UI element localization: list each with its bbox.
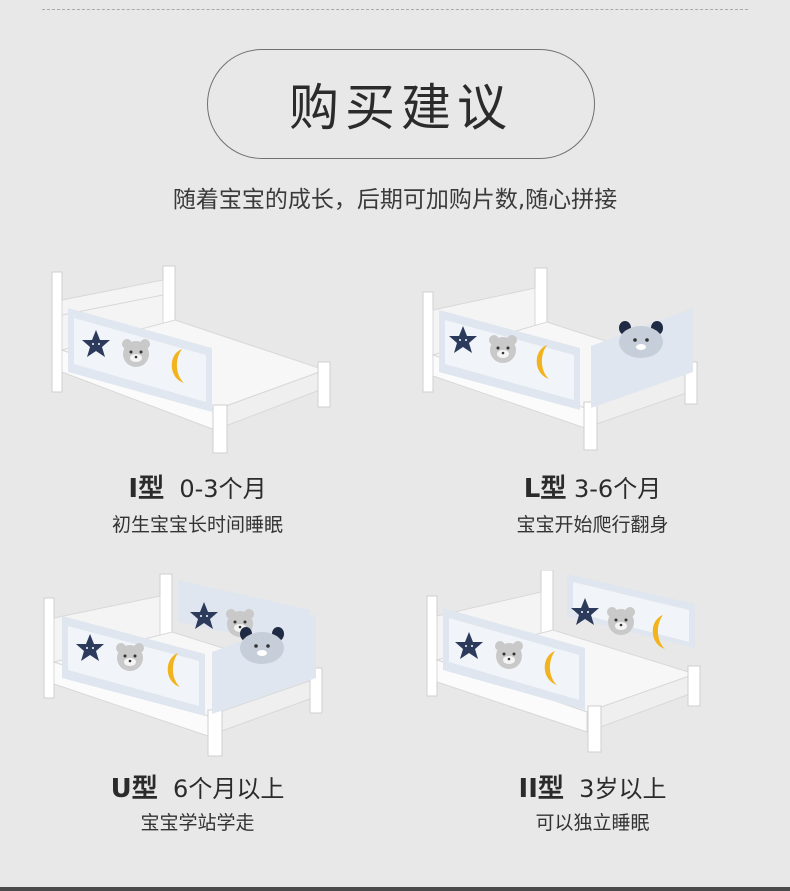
option-card-l: L型 3-6个月 宝宝开始爬行翻身 (395, 260, 790, 540)
bed-illustration-u (43, 573, 323, 757)
option-type-age: 3-6个月 (574, 475, 662, 503)
option-type-letter: U型 (110, 774, 158, 804)
option-description-ii: 可以独立睡眠 (535, 812, 650, 834)
option-type-ii: II型 3岁以上 (395, 768, 790, 805)
page-subtitle: 随着宝宝的成长，后期可加购片数,随心拼接 (172, 187, 618, 213)
bed-illustration-i (51, 265, 331, 454)
bear-face-large-icon (619, 321, 663, 358)
option-description-i: 初生宝宝长时间睡眠 (111, 514, 283, 536)
option-card-i: I型 0-3个月 初生宝宝长时间睡眠 (0, 260, 395, 540)
title-pill: 购买建议 (207, 49, 595, 159)
option-type-letter: I型 (128, 474, 165, 504)
option-type-age: 6个月以上 (173, 775, 285, 803)
option-type-u: U型 6个月以上 (0, 768, 395, 805)
option-type-letter: L型 (523, 474, 567, 504)
option-card-ii: II型 3岁以上 可以独立睡眠 (395, 570, 790, 860)
option-type-age: 3岁以上 (579, 775, 667, 803)
option-description-u: 宝宝学站学走 (140, 812, 255, 834)
bed-illustration-l (422, 267, 698, 451)
option-type-l: L型 3-6个月 (395, 468, 790, 505)
option-card-u: U型 6个月以上 宝宝学站学走 (0, 570, 395, 860)
top-dashed-rule (42, 9, 748, 10)
option-type-letter: II型 (518, 774, 564, 804)
bed-illustration-ii (426, 570, 701, 753)
option-type-age: 0-3个月 (179, 475, 267, 503)
page-title: 购买建议 (289, 79, 513, 137)
option-type-i: I型 0-3个月 (0, 468, 395, 505)
bottom-rule (0, 887, 790, 891)
option-description-l: 宝宝开始爬行翻身 (516, 514, 669, 536)
